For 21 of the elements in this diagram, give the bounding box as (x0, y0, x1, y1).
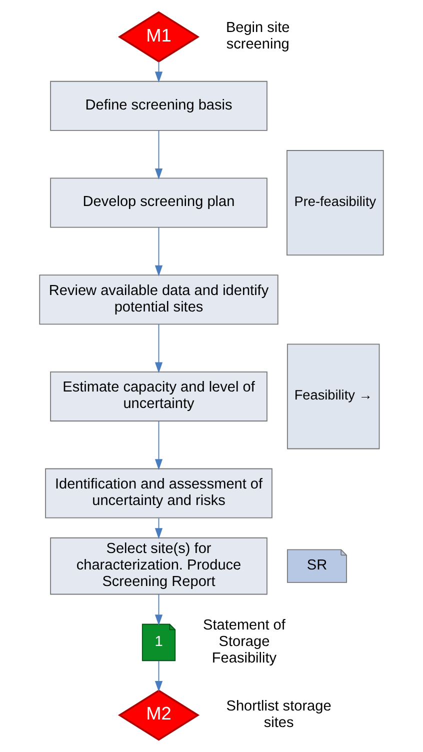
node-box: Estimate capacity and level of uncertainty (50, 371, 268, 422)
node-diamond: M1 (118, 11, 200, 62)
node-box: Select site(s) for characterization. Produce Screening Report (50, 537, 268, 595)
arrow (154, 518, 163, 540)
arrow (154, 420, 163, 470)
node-box: Review available data and identify potential sites (39, 274, 278, 325)
node-box: Feasibility → (286, 344, 380, 450)
node-box: Develop screening plan (50, 178, 268, 228)
node-label: Shortlist storage sites (226, 698, 332, 731)
node-label: Begin site screening (226, 20, 290, 52)
arrow (154, 130, 163, 180)
node-label: Statement of Storage Feasibility (203, 618, 286, 666)
arrow (154, 226, 163, 276)
node-box: Identification and assessment of uncertainty and risks (45, 468, 272, 518)
node-box: Define screening basis (50, 80, 268, 131)
node-diamond: M2 (118, 690, 200, 741)
arrow (154, 660, 163, 692)
node-box: Pre-feasibility (286, 150, 384, 256)
arrow (154, 61, 163, 83)
arrow (154, 324, 163, 374)
arrow (154, 594, 163, 626)
